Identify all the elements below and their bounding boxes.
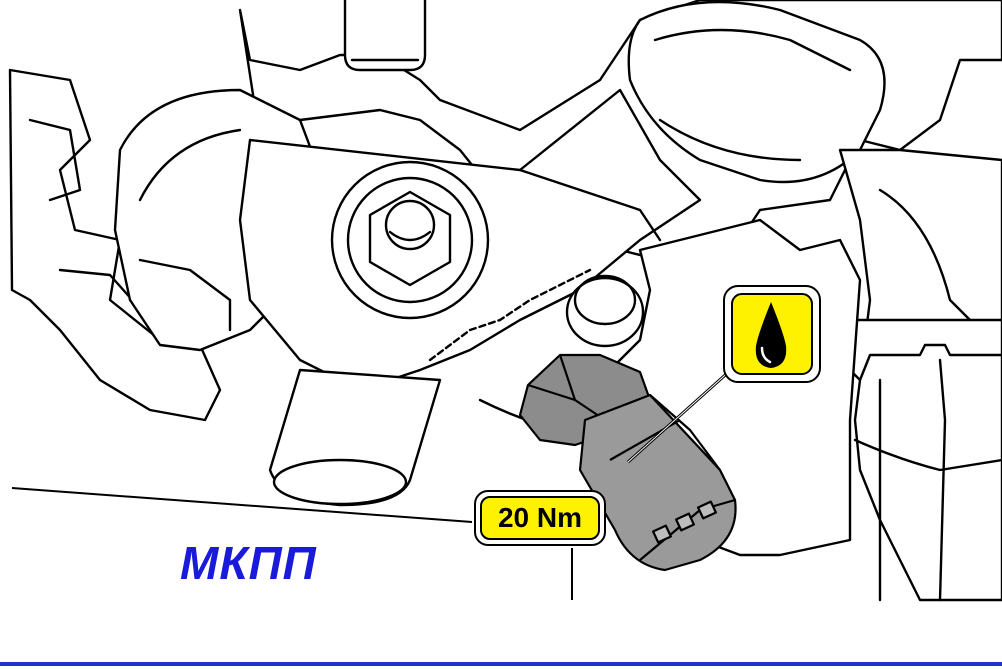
oil-callout (723, 285, 821, 383)
torque-callout: 20 Nm (474, 490, 606, 546)
wire-clip (848, 318, 1002, 382)
torque-leader-line (11, 487, 473, 523)
right-housing (838, 148, 1002, 602)
top-shaft (343, 0, 427, 72)
sensor-connector (578, 393, 737, 572)
pressure-sensor (518, 353, 737, 572)
torque-label: 20 Nm (480, 496, 600, 540)
bottom-divider (0, 662, 1002, 666)
locating-pin (565, 276, 645, 348)
transmission-caption: МКПП (180, 537, 317, 589)
